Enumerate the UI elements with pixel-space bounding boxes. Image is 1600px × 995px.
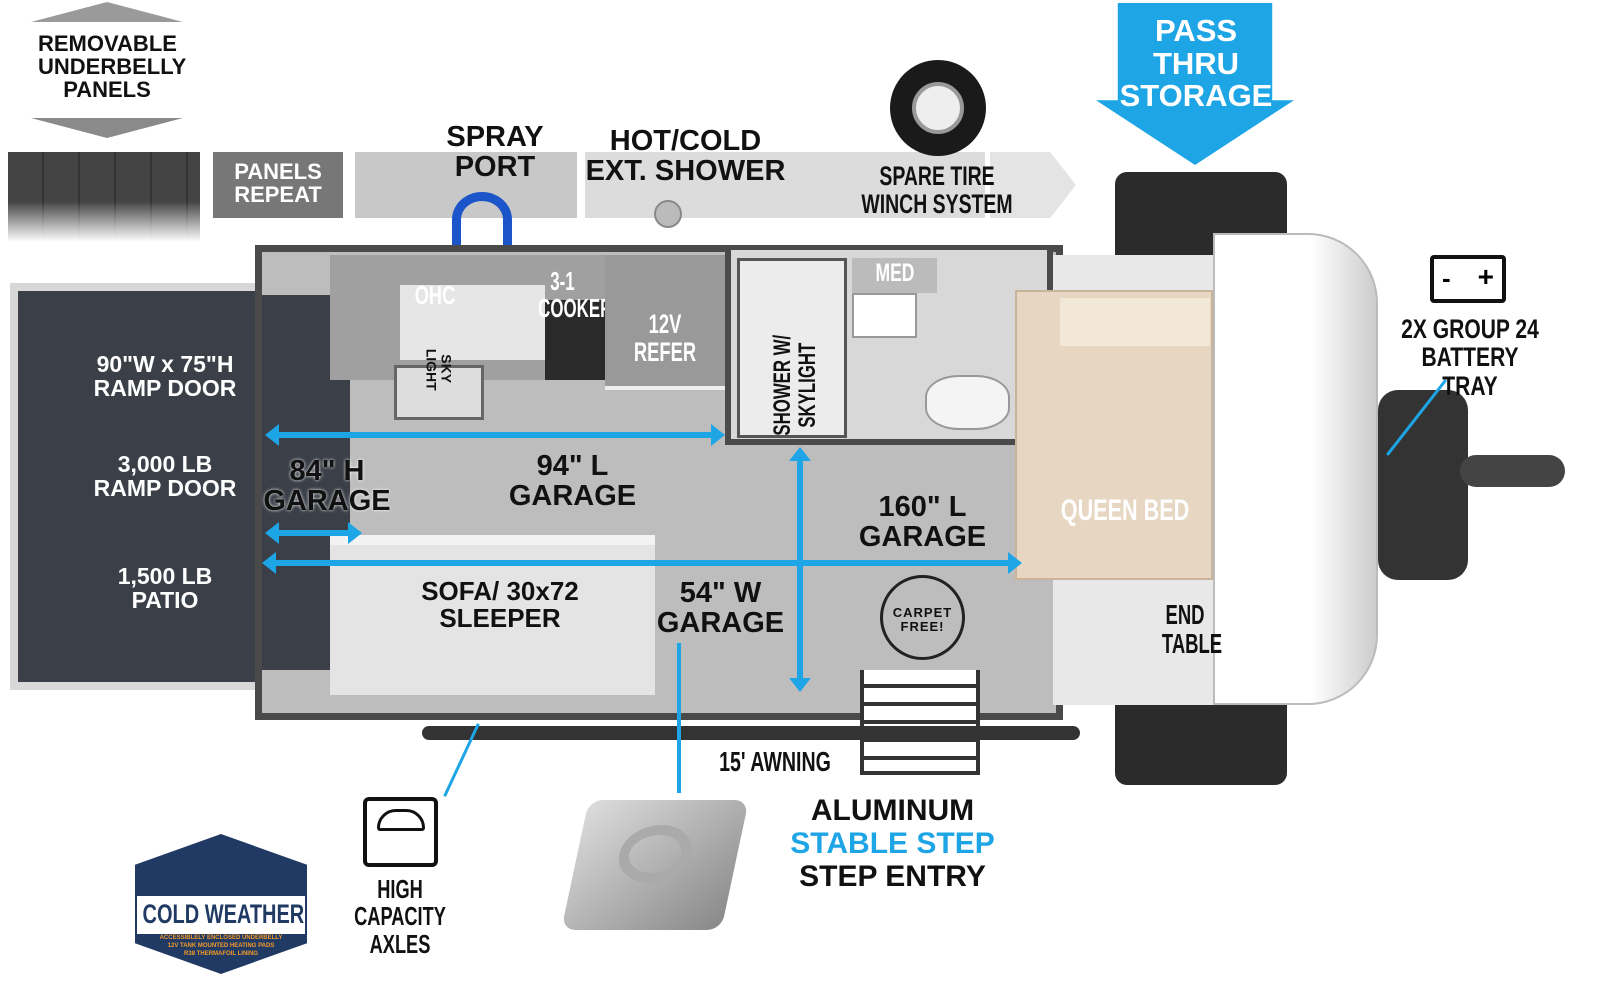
shower-label: SHOWER W/ SKYLIGHT (768, 334, 821, 436)
patio-label: 1,500 LB PATIO (117, 563, 213, 614)
garage-54-arrow (789, 447, 811, 692)
end-table-label: END TABLE (1161, 599, 1223, 660)
garage-94-arrow (265, 424, 725, 446)
ramp-door-size-label: 90"W x 75"H RAMP DOOR (93, 351, 237, 402)
underbelly-label: REMOVABLE UNDERBELLY PANELS (38, 31, 187, 103)
battery-icon: - + (1430, 255, 1506, 303)
skylight: SKY LIGHT (394, 349, 484, 420)
step-label-2: STABLE STEP (790, 827, 995, 860)
sink (400, 285, 545, 360)
toilet-icon (925, 375, 1010, 430)
spare-tire-label: SPARE TIRE WINCH SYSTEM (861, 161, 1013, 220)
battery-label: 2X GROUP 24 BATTERY TRAY (1401, 314, 1539, 401)
cold-weather-title: COLD WEATHER (142, 899, 305, 929)
awning-bar (422, 726, 1080, 740)
cold-weather-line-3: R38 THERMAFOIL LINING (184, 951, 258, 957)
cold-weather-line-1: ACCESSIBLELY ENCLOSED UNDERBELLY (159, 935, 283, 941)
carpet-free-badge: CARPET FREE! (880, 575, 965, 660)
garage-160-arrow (262, 552, 1022, 574)
sofa-label: SOFA/ 30x72 SLEEPER (421, 576, 579, 634)
step-label-1: ALUMINUM (810, 794, 975, 827)
underbelly-arrow-icon (28, 0, 186, 140)
underbelly-panels (8, 152, 200, 242)
ohc-label: OHC (414, 280, 456, 310)
shower-head-icon (654, 200, 682, 228)
hitch-jack (1378, 390, 1468, 580)
cooker-label: 3-1 COOKER (538, 266, 613, 324)
pillows (1060, 298, 1210, 346)
garage-160-label: 160" L GARAGE (858, 491, 987, 554)
spare-tire-icon (890, 60, 986, 156)
spray-hose-icon (452, 192, 512, 247)
axles-label: HIGH CAPACITY AXLES (354, 874, 446, 959)
bath-sink (852, 293, 917, 338)
battery-plus: + (1477, 261, 1494, 292)
ext-shower-label: HOT/COLD EXT. SHOWER (585, 125, 786, 188)
queen-bed-label: QUEEN BED (1060, 494, 1190, 527)
refer-label: 12V REFER (633, 309, 697, 368)
dring-callout-line (677, 643, 681, 793)
cold-weather-line-2: 12V TANK MOUNTED HEATING PADS (167, 943, 275, 949)
entry-step (860, 670, 980, 775)
front-cap (1213, 233, 1378, 705)
step-label-3: STEP ENTRY (799, 860, 986, 893)
med-label: MED (875, 259, 915, 287)
garage-54-label: 54" W GARAGE (656, 577, 785, 640)
scale-icon (363, 797, 438, 867)
skylight-label: SKY LIGHT (424, 348, 455, 391)
medicine-cabinet (852, 258, 937, 293)
battery-minus: - (1442, 263, 1451, 293)
refrigerator (605, 255, 725, 390)
cold-weather-badge: COLD WEATHER ACCESSIBLELY ENCLOSED UNDER… (135, 834, 307, 974)
garage-height-arrow (265, 522, 362, 544)
panel (585, 152, 985, 218)
awning-label: 15' AWNING (719, 746, 831, 777)
pass-thru-label: PASS THRU STORAGE (1119, 13, 1273, 114)
garage-94-label: 94" L GARAGE (508, 450, 637, 513)
spray-port-label: SPRAY PORT (446, 121, 544, 184)
ramp-door-weight-label: 3,000 LB RAMP DOOR (93, 451, 237, 502)
ramp-door (10, 283, 260, 690)
panels-repeat-label: PANELS REPEAT (213, 152, 343, 218)
d-ring-icon (561, 800, 749, 930)
cooker (545, 300, 605, 380)
hitch-coupler (1460, 455, 1565, 487)
garage-height-label: 84" H GARAGE (263, 455, 391, 518)
shower (737, 258, 847, 438)
